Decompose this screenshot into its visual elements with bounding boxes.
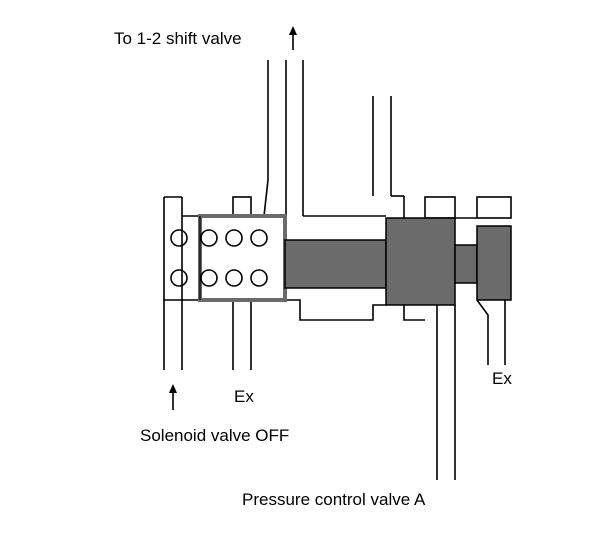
connector-stem xyxy=(454,244,478,284)
label-to-shift-valve: To 1-2 shift valve xyxy=(114,29,242,48)
right-valve-land xyxy=(476,225,512,301)
spring-coils-icon xyxy=(170,229,268,287)
arrow-up-icon xyxy=(289,26,297,50)
label-solenoid: Solenoid valve OFF xyxy=(140,426,289,445)
right-exhaust-passage xyxy=(476,299,506,365)
shift-valve-passage xyxy=(285,60,386,217)
label-exhaust-right: Ex xyxy=(492,369,512,388)
valve-stem xyxy=(284,239,387,289)
main-valve-land xyxy=(385,217,456,306)
label-exhaust-left: Ex xyxy=(234,387,254,406)
label-pressure-control: Pressure control valve A xyxy=(242,490,426,509)
angled-passage xyxy=(263,60,269,217)
left-exhaust-passage xyxy=(232,300,252,370)
left-housing xyxy=(163,196,200,370)
spring-chamber xyxy=(198,214,287,302)
lower-housing xyxy=(285,299,425,321)
upper-right-passage xyxy=(372,96,392,196)
pressure-control-passage xyxy=(436,305,456,480)
arrow-up-icon xyxy=(169,384,177,410)
